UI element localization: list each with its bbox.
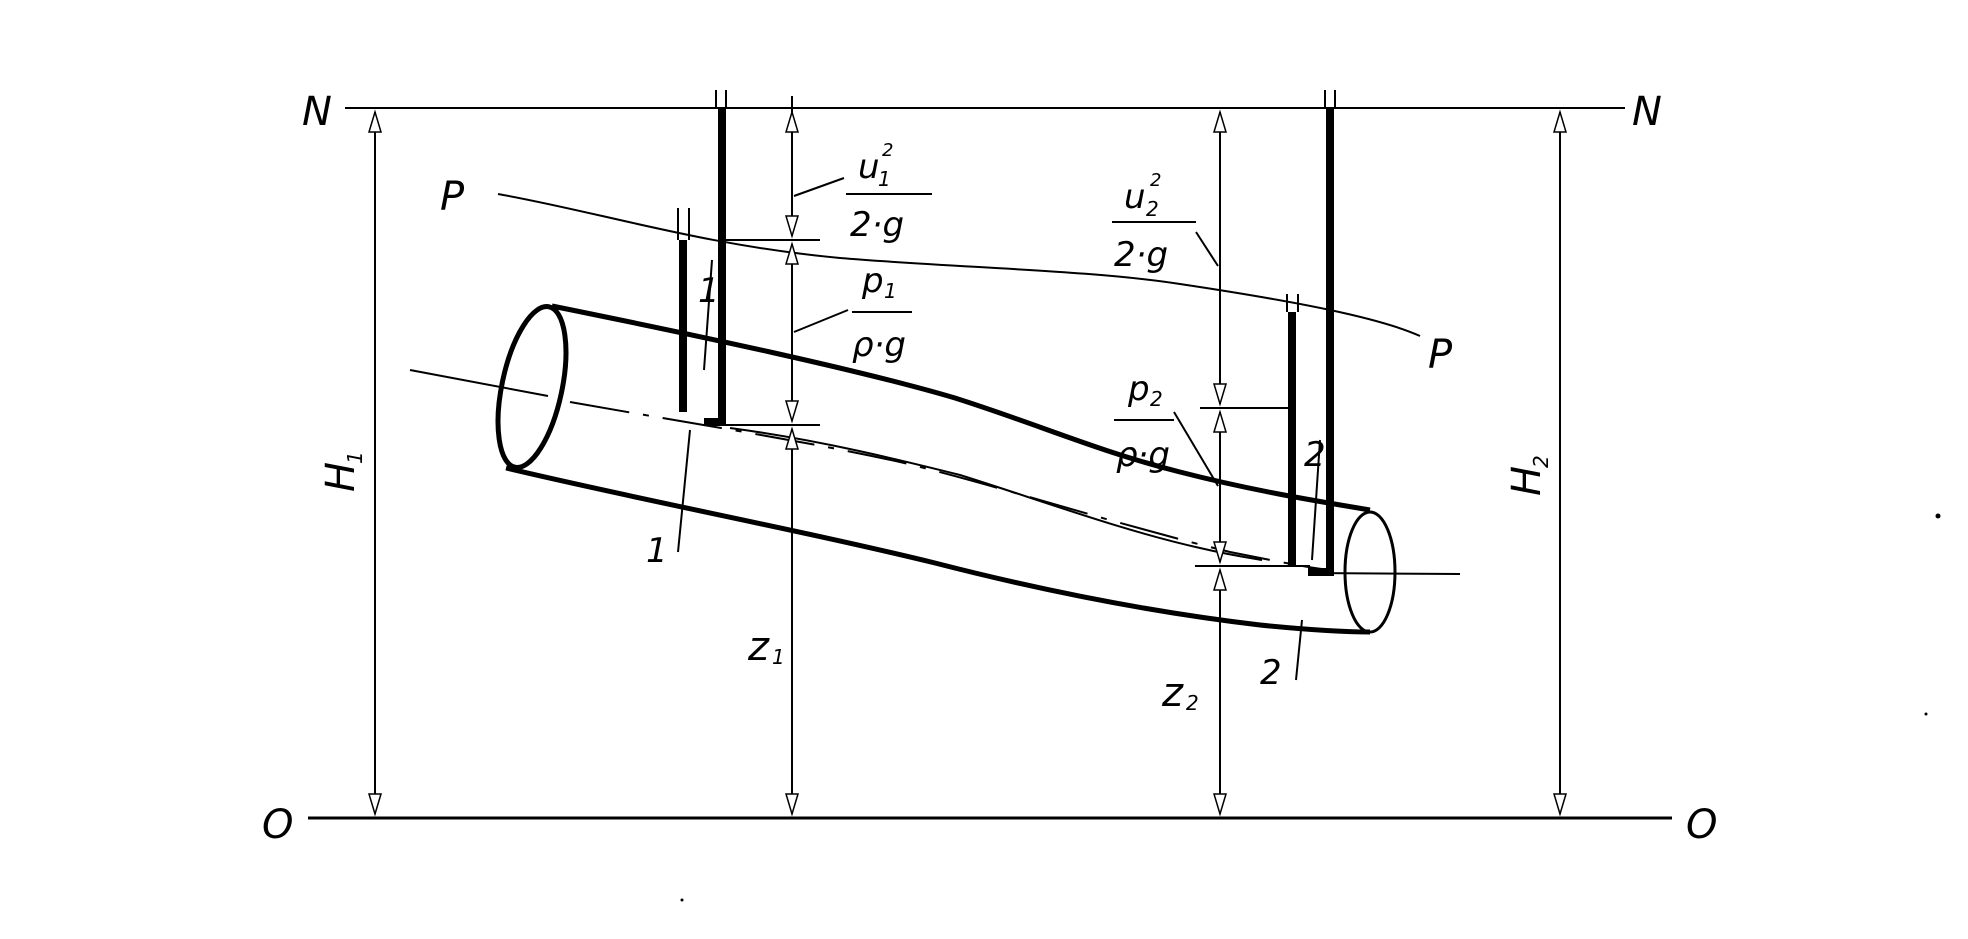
pressure-head-1-label: p 1 ρ·g [852,261,912,365]
velocity-head-2-denominator: 2·g [1114,235,1168,275]
velocity-head-1-leader [793,177,845,197]
plane-n-left-label: N [302,89,332,135]
h2-sub: 2 [1529,455,1553,468]
streamline-lower [729,427,1263,561]
velocity-head-2-subscript: 2 [1146,197,1159,221]
pressure-head-1-numerator: p [861,261,884,301]
z1-label: z 1 [747,624,785,670]
pipe-axis-inlet-lead [409,369,549,397]
section-2-line-lower [1295,619,1303,681]
h2-main: H [1504,466,1550,496]
velocity-head-1-numerator: u [858,147,880,187]
pitot-tube-2-hook [1308,562,1334,576]
h1-label: H 1 [318,451,367,492]
section-1-line-lower [677,429,691,553]
h1-main: H [318,462,364,492]
velocity-head-1-superscript: 2 [882,140,893,161]
velocity-head-1-denominator: 2·g [850,205,904,245]
z2-label: z 2 [1161,670,1199,716]
pressure-head-2-numerator: p [1127,369,1150,409]
pressure-head-1-subscript: 1 [884,279,897,303]
section-2-line-upper [1311,439,1321,561]
pipe-outlet-end [1343,510,1397,634]
pressure-head-2-leader [1173,411,1219,487]
pipe-inlet-end [495,304,569,470]
section-1-line-upper [703,259,713,371]
pipe-axis [569,401,1331,571]
velocity-head-2-numerator: u [1124,177,1146,217]
pressure-head-2-denominator: ρ·g [1116,435,1170,475]
pipe-axis-outlet-lead [1309,572,1461,575]
pipe-upper-wall [551,303,1371,513]
scan-speck-2 [1924,712,1928,716]
h2-label: H 2 [1504,455,1553,496]
pressure-head-1-leader [793,309,849,333]
velocity-head-1-subscript: 1 [878,167,891,191]
section-2-top-label: 2 [1304,435,1326,475]
velocity-head-1-label: u 2 1 2·g [846,140,932,245]
z1-sub: 1 [772,645,785,669]
velocity-head-2-superscript: 2 [1150,170,1161,191]
z1-main: z [747,624,770,670]
pipe-lower-wall [505,465,1371,635]
plane-n-right-label: N [1632,89,1662,135]
h1-sub: 1 [343,451,367,464]
piezometric-p-right-label: P [1428,332,1453,378]
velocity-head-2-label: u 2 2 2·g [1112,170,1196,275]
velocity-head-2-leader [1195,231,1219,267]
scan-speck-3 [680,898,684,902]
section-2-bottom-label: 2 [1260,653,1282,693]
piezometric-p-left-label: P [440,174,465,220]
piezometric-line [497,193,1421,337]
pressure-head-2-subscript: 2 [1150,387,1163,411]
scan-speck-1 [1935,513,1941,519]
plane-o-left-label: O [262,802,293,848]
plane-o-right-label: O [1686,802,1717,848]
z2-sub: 2 [1186,691,1199,715]
section-1-top-label: 1 [698,271,720,311]
pitot-tube-1-hook [704,414,726,426]
pressure-head-2-label: p 2 ρ·g [1114,369,1174,475]
section-1-bottom-label: 1 [646,531,668,571]
pressure-head-1-denominator: ρ·g [852,325,906,365]
z2-main: z [1161,670,1184,716]
